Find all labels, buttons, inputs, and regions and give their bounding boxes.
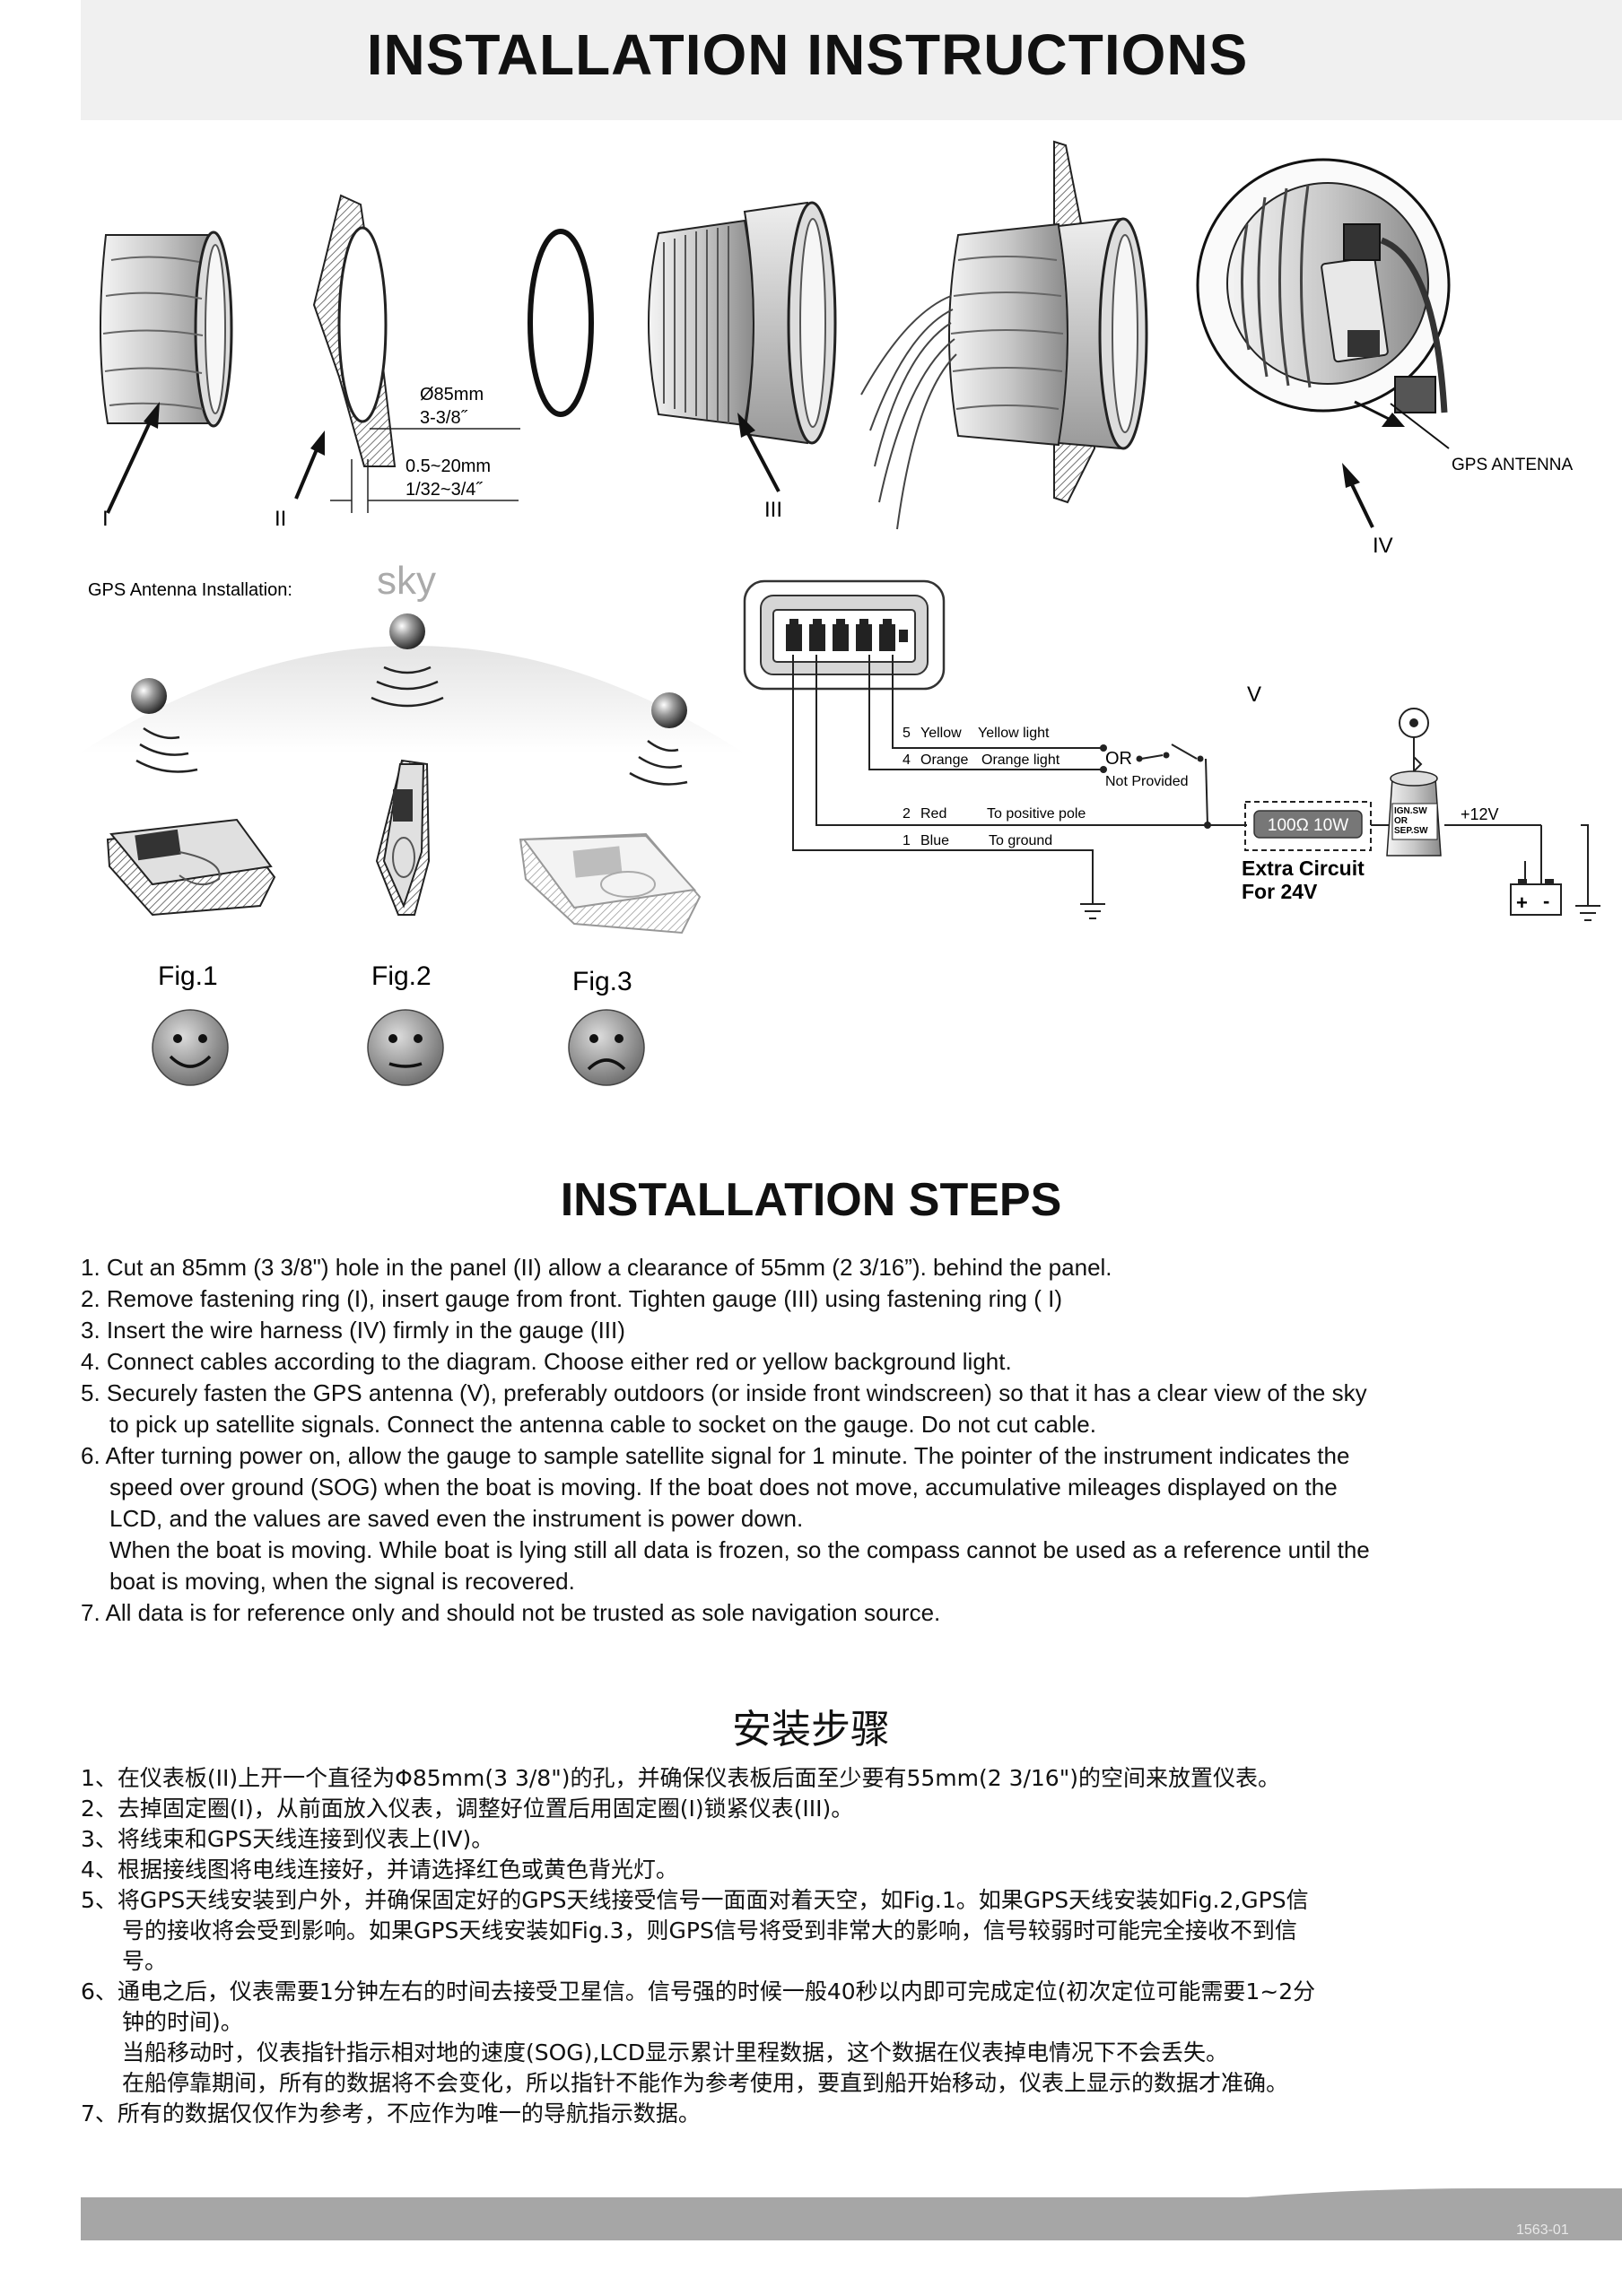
sky-label: sky [377,559,436,603]
antenna-inverted-illustration [519,832,702,935]
step-item-zh-continued: 号。 [122,1948,168,1974]
satellite-icon [389,613,425,649]
label-part-v: V [1247,683,1261,707]
gps-antenna-label: GPS ANTENNA [1452,456,1573,474]
step-item-zh-continued: 在船停靠期间，所有的数据将不会变化，所以指针不能作为参考使用，要直到船开始移动，… [122,2070,1289,2096]
antenna-flat-illustration [106,818,276,917]
step-item-zh: 1、在仪表板(II)上开一个直径为Φ85mm(3 3/8")的孔，并确保仪表板后… [81,1765,1280,1791]
step-item: 2. Remove fastening ring (I), insert gau… [81,1285,1062,1312]
step-item-continued: LCD, and the values are saved even the i… [109,1505,804,1532]
wire-function: To ground [989,833,1052,848]
neutral-face-icon [367,1009,444,1086]
step-item-continued: boat is moving, when the signal is recov… [109,1568,575,1595]
label-part-iii: III [764,498,782,522]
label-part-iv: IV [1373,534,1393,558]
wire-function: Orange light [981,752,1060,768]
sad-face-icon [568,1009,645,1086]
footer-band [81,2188,1622,2240]
installation-steps-zh-title: 安装步骤 [732,1707,890,1752]
o-ring-illustration [528,229,594,417]
svg-text:+: + [1516,891,1528,914]
step-item-zh: 5、将GPS天线安装到户外，并确保固定好的GPS天线接受信号一面面对着天空，如F… [81,1887,1309,1913]
page-title: INSTALLATION INSTRUCTIONS [366,22,1249,87]
extra-circuit-label: Extra Circuit [1242,857,1365,880]
wire-function: Yellow light [978,726,1050,741]
step-item-zh-continued: 当船移动时，仪表指针指示相对地的速度(SOG),LCD显示累计里程数据，这个数据… [122,2039,1229,2066]
switch-label-3: SEP.SW [1394,826,1428,836]
svg-text:-: - [1543,890,1549,912]
not-provided-label: Not Provided [1105,774,1189,789]
wire-color: Yellow [920,726,962,741]
dim-diameter-mm: Ø85mm [420,385,484,404]
satellite-icon [131,678,167,714]
wire-pin: 1 [903,833,911,848]
gauge-rear-view: GPS ANTENNA [1196,158,1573,528]
panel-illustration: Ø85mm 3-3/8˝ 0.5~20mm 1/32~3/4˝ [294,194,520,513]
step-item: 5. Securely fasten the GPS antenna (V), … [81,1379,1367,1406]
wire-color: Orange [920,752,968,768]
step-item-zh: 4、根据接线图将电线连接好，并请选择红色或黄色背光灯。 [81,1857,678,1883]
ground-icon [1080,903,1105,919]
resistor-label: 100Ω 10W [1268,816,1348,835]
antenna-vertical-illustration [375,759,431,916]
step-item-zh: 3、将线束和GPS天线连接到仪表上(IV)。 [81,1826,494,1852]
switch-label-2: OR [1394,816,1408,826]
wire-pin: 5 [903,726,911,741]
step-item-continued: When the boat is moving. While boat is l… [109,1536,1370,1563]
ignition-switch-icon: IGN.SW OR SEP.SW [1386,708,1442,857]
step-item-zh-continued: 号的接收将会受到影响。如果GPS天线安装如Fig.3，则GPS信号将受到非常大的… [122,1918,1297,1944]
satellite-icon [651,692,687,728]
step-item-zh-continued: 钟的时间)。 [122,2009,243,2035]
wire-color: Blue [920,833,949,848]
step-item: 4. Connect cables according to the diagr… [81,1348,1012,1375]
steps-zh-list: 1、在仪表板(II)上开一个直径为Φ85mm(3 3/8")的孔，并确保仪表板后… [81,1763,1588,2129]
gps-install-section: GPS Antenna Installation: sky [79,559,745,1086]
label-part-ii: II [275,507,286,531]
step-item: 3. Insert the wire harness (IV) firmly i… [81,1317,625,1344]
label-part-i: I [102,507,109,531]
extra-circuit-24v-label: For 24V [1242,880,1318,903]
step-item: 7. All data is for reference only and sh… [81,1599,941,1626]
plus-12v-label: +12V [1461,805,1499,823]
wire-color: Red [920,806,946,822]
step-item-continued: to pick up satellite signals. Connect th… [109,1411,1096,1438]
gauge-with-harness-illustration [860,140,1148,530]
gauge-body-illustration [648,201,837,492]
step-item-continued: speed over ground (SOG) when the boat is… [109,1474,1338,1500]
battery-icon: + - [1510,879,1562,916]
step-item: 6. After turning power on, allow the gau… [81,1442,1350,1469]
step-item-zh: 7、所有的数据仅仅作为参考，不应作为唯一的导航指示数据。 [81,2100,701,2126]
header-band [81,0,1622,120]
steps-en-list: 1. Cut an 85mm (3 3/8") hole in the pane… [81,1252,1588,1629]
signal-waves-icon [135,665,688,786]
dim-diameter-in: 3-3/8˝ [420,408,468,428]
step-item-zh: 2、去掉固定圈(I)，从前面放入仪表，调整好位置后用固定圈(I)锁紧仪表(III… [81,1796,854,1822]
switch-label-1: IGN.SW [1394,806,1427,816]
fastening-ring-illustration [99,230,233,514]
wiring-diagram: 100Ω 10W Extra Circuit For 24V IGN.SW OR… [743,579,1600,921]
fig-label-1: Fig.1 [158,961,218,991]
ground-icon [1575,905,1600,921]
document-code: 1563-01 [1516,2222,1569,2238]
wire-function: To positive pole [987,806,1086,822]
wire-pin: 4 [903,752,911,768]
fig-label-2: Fig.2 [371,961,432,991]
installation-steps-title: INSTALLATION STEPS [560,1174,1062,1226]
happy-face-icon [152,1009,229,1086]
step-item-zh: 6、通电之后，仪表需要1分钟左右的时间去接受卫星信。信号强的时候一般40秒以内即… [81,1979,1316,2005]
fig-label-3: Fig.3 [572,967,632,996]
dim-thickness-mm: 0.5~20mm [406,457,491,476]
step-item: 1. Cut an 85mm (3 3/8") hole in the pane… [81,1254,1112,1281]
gps-install-label: GPS Antenna Installation: [88,580,292,600]
connector-pins [786,619,908,651]
or-label: OR [1105,749,1132,769]
wire-pin: 2 [903,806,911,822]
installation-diagram: Ø85mm 3-3/8˝ 0.5~20mm 1/32~3/4˝ [79,140,1600,1086]
dim-thickness-in: 1/32~3/4˝ [406,480,483,500]
